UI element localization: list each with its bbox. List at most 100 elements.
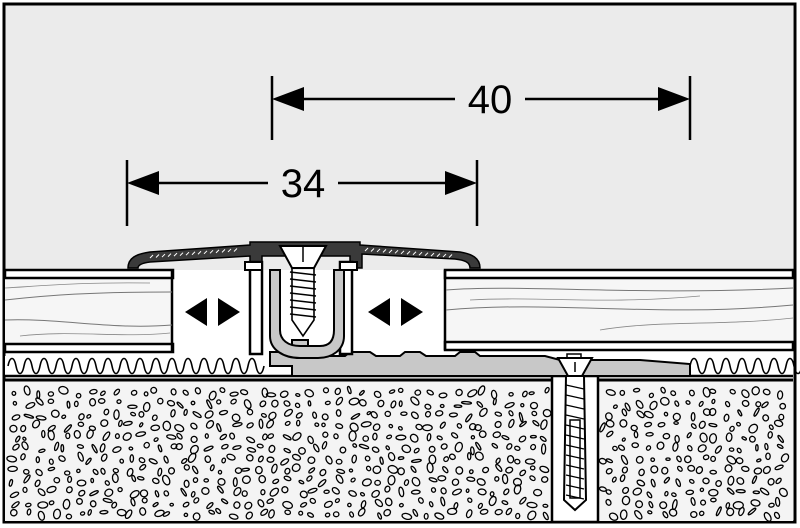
pebble bbox=[201, 487, 210, 495]
pebble bbox=[295, 412, 303, 419]
pebble bbox=[231, 413, 241, 423]
pebble bbox=[218, 409, 229, 416]
pebble bbox=[170, 409, 176, 418]
pebble bbox=[334, 498, 341, 504]
pebble bbox=[268, 411, 277, 421]
pebble bbox=[372, 423, 381, 432]
pebble bbox=[741, 465, 750, 473]
pebble bbox=[37, 501, 49, 509]
pebble bbox=[262, 433, 268, 441]
pebble bbox=[424, 410, 432, 418]
pebble bbox=[232, 422, 243, 428]
pebble bbox=[306, 512, 315, 518]
pebble bbox=[217, 478, 226, 486]
pebble bbox=[636, 410, 645, 419]
pebble bbox=[503, 488, 510, 496]
pebble bbox=[374, 479, 382, 486]
pebble bbox=[598, 457, 607, 465]
pebble bbox=[494, 420, 502, 429]
pebble bbox=[61, 414, 67, 420]
pebble bbox=[442, 466, 449, 474]
pebble bbox=[768, 502, 775, 508]
pebble bbox=[747, 507, 757, 516]
pebble bbox=[131, 474, 137, 483]
pebble bbox=[151, 414, 158, 421]
pebble bbox=[139, 507, 147, 516]
pebble bbox=[450, 432, 459, 439]
pebble bbox=[239, 389, 249, 396]
pebble bbox=[111, 501, 118, 509]
pebble bbox=[657, 421, 666, 428]
right-floor-board bbox=[443, 268, 795, 352]
pebble bbox=[605, 419, 615, 428]
pebble bbox=[539, 465, 550, 474]
pebble bbox=[157, 397, 164, 405]
pebble bbox=[453, 404, 463, 409]
pebble bbox=[306, 475, 313, 482]
pebble bbox=[208, 509, 216, 515]
pebble bbox=[358, 389, 365, 396]
pebble bbox=[728, 447, 735, 452]
pebble bbox=[505, 507, 513, 516]
pebble bbox=[505, 466, 514, 474]
pebble bbox=[388, 423, 394, 429]
pebble bbox=[412, 508, 419, 517]
pebble bbox=[183, 408, 188, 416]
pebble bbox=[192, 512, 201, 521]
pebble bbox=[476, 478, 486, 486]
pebble bbox=[398, 486, 405, 498]
pebble bbox=[298, 447, 306, 455]
pebble bbox=[387, 474, 396, 486]
pebble bbox=[361, 478, 372, 487]
pebble bbox=[455, 388, 463, 397]
pebble bbox=[38, 448, 46, 454]
pebble bbox=[755, 444, 759, 452]
pebble bbox=[246, 436, 256, 444]
pebble bbox=[119, 458, 125, 464]
pebble bbox=[87, 508, 92, 516]
pebble bbox=[206, 502, 214, 510]
pebble bbox=[410, 465, 417, 473]
pebble bbox=[762, 414, 770, 422]
pebble bbox=[281, 486, 289, 494]
pebble bbox=[488, 495, 497, 507]
pebble bbox=[428, 445, 436, 453]
pebble bbox=[622, 486, 630, 494]
pebble bbox=[90, 477, 95, 484]
pebble bbox=[157, 444, 163, 453]
pebble bbox=[20, 453, 26, 461]
pebble bbox=[216, 485, 224, 494]
pebble bbox=[34, 479, 41, 488]
pebble bbox=[540, 476, 549, 483]
pebble bbox=[67, 475, 73, 484]
pebble bbox=[440, 487, 447, 495]
pebble bbox=[23, 385, 31, 396]
pebble bbox=[268, 509, 275, 519]
pebble bbox=[307, 435, 314, 445]
pebble bbox=[100, 453, 108, 462]
pebble bbox=[23, 413, 35, 419]
pebble bbox=[21, 441, 29, 451]
pebble bbox=[635, 455, 644, 464]
pebble bbox=[763, 511, 772, 522]
pebble bbox=[621, 437, 626, 442]
pebble bbox=[727, 475, 735, 486]
pebble bbox=[58, 455, 66, 462]
pebble bbox=[89, 490, 99, 497]
pebble bbox=[209, 464, 215, 472]
pebble bbox=[671, 492, 677, 498]
pebble bbox=[269, 487, 280, 497]
pebble bbox=[466, 452, 472, 461]
pebble bbox=[605, 467, 613, 475]
pebble bbox=[138, 457, 146, 464]
pebble bbox=[31, 419, 41, 429]
pebble bbox=[100, 467, 106, 475]
pebble bbox=[501, 434, 510, 441]
pebble bbox=[661, 466, 669, 475]
pebble bbox=[322, 387, 330, 394]
pebble bbox=[410, 489, 421, 495]
pebble bbox=[426, 462, 434, 474]
pebble bbox=[736, 447, 742, 454]
pebble bbox=[307, 456, 316, 465]
